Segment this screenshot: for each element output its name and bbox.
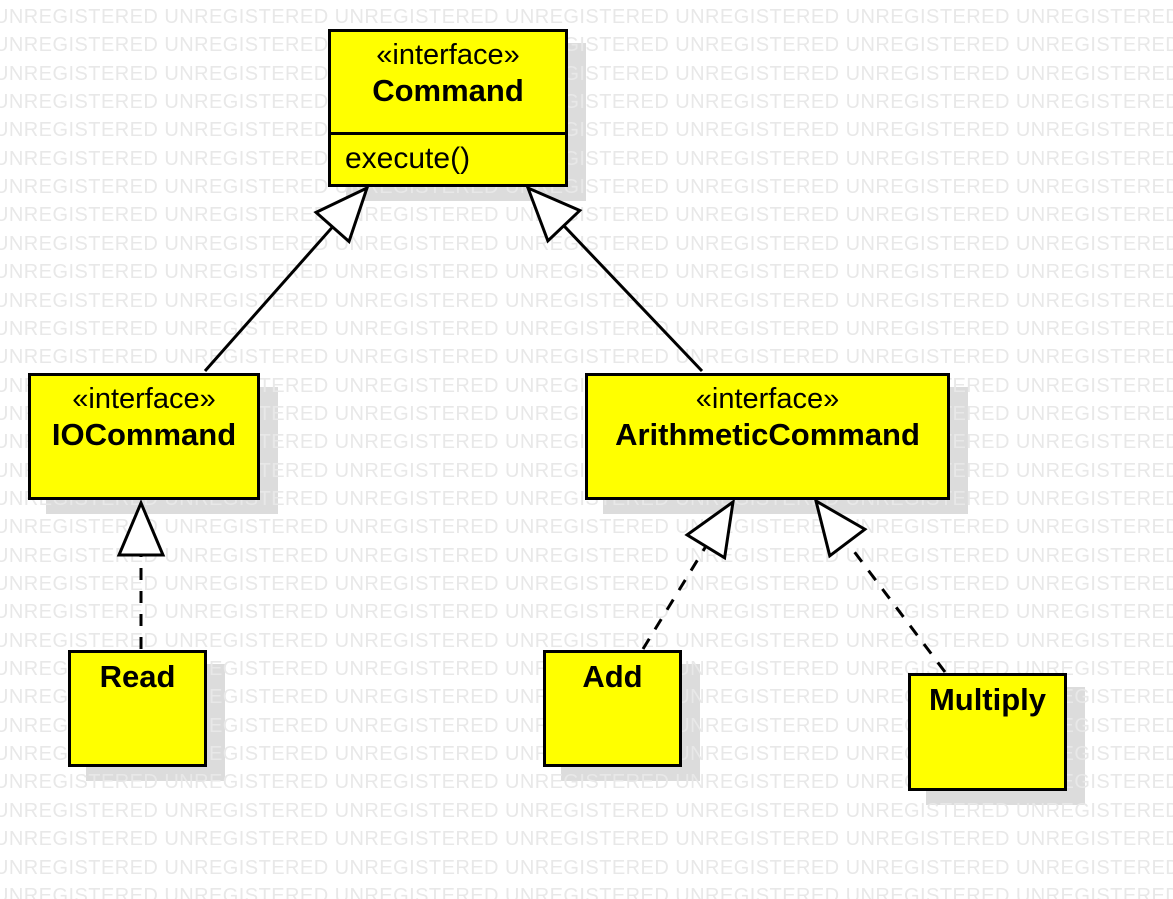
- watermark-text: UNREGISTERED UNREGISTERED UNREGISTERED U…: [0, 601, 1173, 624]
- watermark-text: UNREGISTERED UNREGISTERED UNREGISTERED U…: [0, 828, 1173, 851]
- class-name: Multiply: [928, 682, 1047, 717]
- watermark-text: UNREGISTERED UNREGISTERED UNREGISTERED U…: [0, 799, 1173, 822]
- watermark-text: UNREGISTERED UNREGISTERED UNREGISTERED U…: [0, 771, 1173, 794]
- title-compartment: Multiply: [911, 676, 1064, 718]
- watermark-text: UNREGISTERED UNREGISTERED UNREGISTERED U…: [0, 34, 1173, 57]
- title-compartment: Add: [546, 653, 679, 695]
- watermark-text: UNREGISTERED UNREGISTERED UNREGISTERED U…: [0, 573, 1173, 595]
- uml-node-add: Add: [543, 650, 682, 767]
- title-compartment: «interface» IOCommand: [31, 376, 257, 453]
- stereotype-label: «interface»: [376, 39, 520, 71]
- uml-node-command: «interface» Command execute(): [328, 29, 568, 187]
- class-name: Command: [372, 73, 524, 108]
- watermark-text: UNREGISTERED UNREGISTERED UNREGISTERED U…: [0, 62, 1173, 85]
- methods-compartment: execute(): [331, 132, 565, 176]
- watermark-text: UNREGISTERED UNREGISTERED UNREGISTERED U…: [0, 544, 1173, 567]
- watermark-text: UNREGISTERED UNREGISTERED UNREGISTERED U…: [0, 91, 1173, 114]
- watermark-text: UNREGISTERED UNREGISTERED UNREGISTERED U…: [0, 204, 1173, 227]
- method-label: execute(): [345, 142, 471, 175]
- watermark-text: UNREGISTERED UNREGISTERED UNREGISTERED U…: [0, 884, 1173, 899]
- watermark-text: UNREGISTERED UNREGISTERED UNREGISTERED U…: [0, 6, 1173, 28]
- watermark-text: UNREGISTERED UNREGISTERED UNREGISTERED U…: [0, 856, 1173, 879]
- uml-node-multiply: Multiply: [908, 673, 1067, 791]
- class-name: IOCommand: [51, 417, 237, 452]
- stereotype-label: «interface»: [695, 383, 840, 415]
- watermark-text: UNREGISTERED UNREGISTERED UNREGISTERED U…: [0, 317, 1173, 340]
- class-name: ArithmeticCommand: [615, 417, 920, 452]
- watermark-text: UNREGISTERED UNREGISTERED UNREGISTERED U…: [0, 147, 1173, 170]
- watermark-text: UNREGISTERED UNREGISTERED UNREGISTERED U…: [0, 119, 1173, 142]
- title-compartment: «interface» ArithmeticCommand: [588, 376, 947, 453]
- uml-node-iocommand: «interface» IOCommand: [28, 373, 260, 500]
- watermark-text: UNREGISTERED UNREGISTERED UNREGISTERED U…: [0, 232, 1173, 255]
- watermark-text: UNREGISTERED UNREGISTERED UNREGISTERED U…: [0, 289, 1173, 312]
- watermark-text: UNREGISTERED UNREGISTERED UNREGISTERED U…: [0, 176, 1173, 199]
- watermark-text: UNREGISTERED UNREGISTERED UNREGISTERED U…: [0, 261, 1173, 284]
- title-compartment: «interface» Command: [331, 32, 565, 132]
- uml-node-arithmeticcommand: «interface» ArithmeticCommand: [585, 373, 950, 500]
- stereotype-label: «interface»: [72, 383, 216, 415]
- uml-node-read: Read: [68, 650, 207, 767]
- class-name: Read: [99, 659, 176, 694]
- watermark-text: UNREGISTERED UNREGISTERED UNREGISTERED U…: [0, 346, 1173, 369]
- watermark-text: UNREGISTERED UNREGISTERED UNREGISTERED U…: [0, 516, 1173, 539]
- title-compartment: Read: [71, 653, 204, 695]
- class-name: Add: [582, 659, 643, 694]
